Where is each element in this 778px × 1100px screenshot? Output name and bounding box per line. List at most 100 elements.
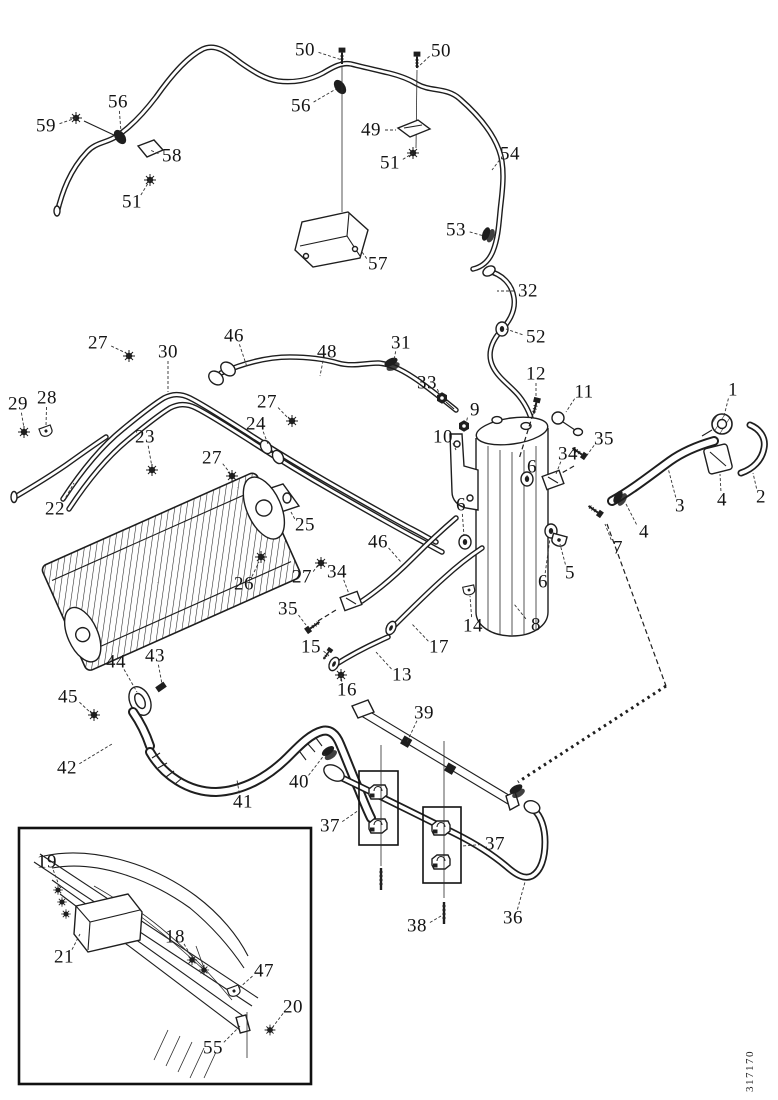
- callout-4: 4: [639, 521, 649, 543]
- callout-56: 56: [108, 91, 128, 113]
- bracket-49-fold: [403, 124, 423, 129]
- leader-line-35: [584, 445, 595, 459]
- leader-line-48: [319, 360, 324, 377]
- leader-line-28: [45, 406, 47, 427]
- leader-line-25: [290, 511, 296, 520]
- callout-9: 9: [470, 399, 480, 421]
- leader-line-7: [604, 523, 612, 541]
- leader-line-27: [312, 564, 319, 572]
- leader-line-57: [361, 251, 368, 259]
- clamp-box-left: [358, 770, 399, 846]
- leader-line-45: [79, 701, 93, 715]
- clip-47: [226, 984, 242, 999]
- leader-line-56: [313, 88, 337, 103]
- leader-line-35: [298, 614, 307, 626]
- callout-50: 50: [431, 40, 451, 62]
- leader-line-54: [491, 159, 500, 171]
- callout-36: 36: [503, 907, 523, 929]
- callout-40: 40: [289, 771, 309, 793]
- callout-22: 22: [45, 498, 65, 520]
- leader-line-47: [237, 975, 253, 990]
- callout-45: 45: [58, 686, 78, 708]
- callout-28: 28: [37, 387, 57, 409]
- callout-5: 5: [565, 562, 575, 584]
- callout-7: 7: [613, 537, 623, 559]
- callout-2: 2: [756, 486, 766, 508]
- callout-55: 55: [203, 1037, 223, 1059]
- leader-line-4: [719, 473, 722, 492]
- leader-line-23: [147, 445, 153, 468]
- screw-38-b: [442, 902, 446, 924]
- leader-line-24: [262, 431, 269, 445]
- callout-31: 31: [391, 332, 411, 354]
- callout-56: 56: [291, 95, 311, 117]
- leader-line-56: [118, 110, 122, 133]
- clamp-14: [462, 584, 477, 597]
- leader-line-26: [251, 561, 260, 577]
- leader-line-3: [667, 467, 677, 498]
- clamp-5: [549, 532, 568, 549]
- leader-line-6: [526, 475, 529, 478]
- hose-ribs-left: [151, 752, 183, 785]
- leader-line-27: [222, 463, 231, 474]
- callout-19: 19: [37, 851, 57, 873]
- leader-line-27: [277, 407, 290, 420]
- callout-57: 57: [368, 253, 388, 275]
- leader-line-20: [271, 1013, 284, 1029]
- callout-3: 3: [675, 495, 685, 517]
- callout-32: 32: [518, 280, 538, 302]
- clamp-39-b: [444, 762, 457, 775]
- callout-46: 46: [224, 325, 244, 347]
- leader-line-33: [436, 388, 441, 396]
- leader-line-1: [723, 398, 729, 417]
- callout-33: 33: [417, 372, 437, 394]
- clamp-37-c: [431, 820, 451, 836]
- callout-49: 49: [361, 119, 381, 141]
- leader-line-31: [393, 351, 397, 361]
- callout-27: 27: [88, 332, 108, 354]
- bracket-57: [294, 211, 369, 268]
- ground-hatching: [153, 1029, 217, 1079]
- nut-9: [459, 420, 469, 432]
- callout-10: 10: [433, 426, 453, 448]
- callout-29: 29: [8, 393, 28, 415]
- fitting-19-c: [60, 908, 72, 920]
- leader-line-53: [469, 231, 485, 237]
- callout-27: 27: [202, 447, 222, 469]
- leader-line-5: [559, 543, 566, 565]
- leader-line-50: [318, 51, 343, 61]
- leader-lines: [20, 51, 758, 1043]
- drawing-number: 317170: [744, 1050, 756, 1092]
- canister-nipple2: [520, 421, 532, 431]
- callout-4: 4: [717, 489, 727, 511]
- callout-15: 15: [301, 636, 321, 658]
- leader-line-6: [461, 513, 465, 537]
- callout-37: 37: [485, 833, 505, 855]
- callout-35: 35: [278, 598, 298, 620]
- callout-48: 48: [317, 341, 337, 363]
- leader-line-16: [340, 674, 343, 682]
- leader-line-55: [223, 1025, 241, 1043]
- tube-36-fitting-left: [323, 764, 345, 782]
- grommet-6-a: [458, 534, 472, 550]
- bolt-12: [529, 395, 542, 416]
- leader-line-37: [461, 844, 482, 847]
- nut-33-stub: [445, 401, 455, 410]
- banjo-11: [551, 411, 565, 425]
- leader-line-34: [555, 461, 562, 475]
- leader-line-52: [505, 328, 523, 336]
- elbow-fitting-32: [482, 265, 496, 277]
- bolt-59-rod: [83, 120, 117, 137]
- clamp-37-a: [368, 784, 388, 800]
- canister-nipple: [491, 415, 503, 425]
- clamp-box-right: [422, 806, 462, 884]
- tube-assembly-54: [53, 47, 503, 269]
- leader-line-58: [149, 149, 159, 155]
- callout-47: 47: [254, 960, 274, 982]
- leader-line-13: [375, 651, 392, 670]
- leader-line-36: [516, 881, 526, 910]
- leader-line-46: [238, 344, 248, 368]
- s-hose-assembly: [87, 681, 371, 818]
- bolt-7-axis: [606, 523, 667, 687]
